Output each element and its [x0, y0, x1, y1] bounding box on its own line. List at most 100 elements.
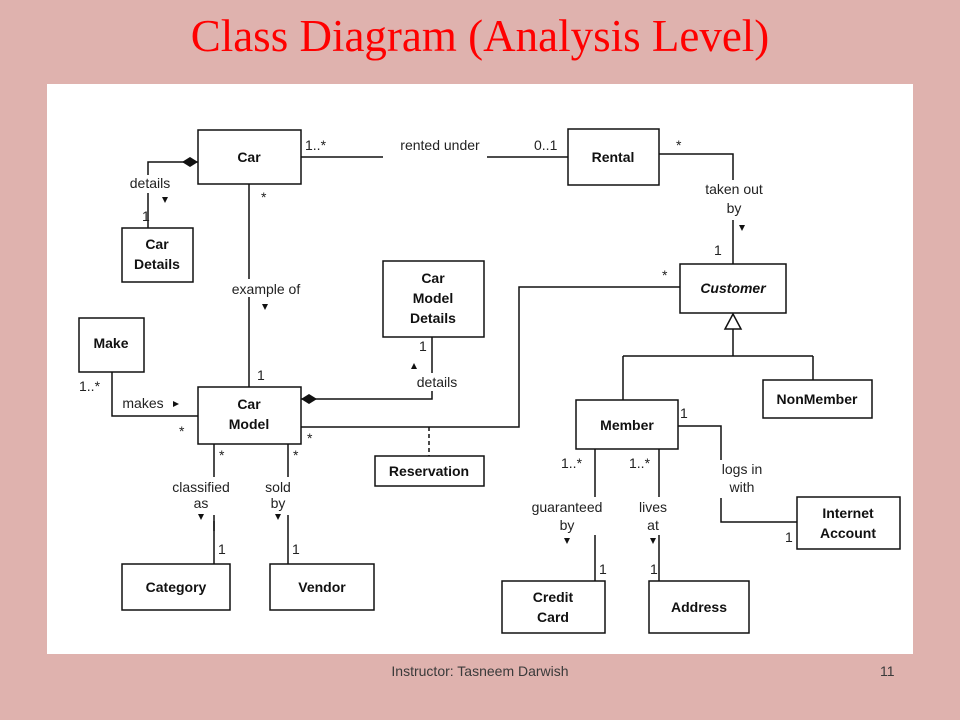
class-internet-account[interactable]: Internet Account: [796, 496, 901, 550]
svg-text:Car: Car: [237, 396, 261, 412]
direction-arrow: [262, 304, 268, 310]
svg-text:Credit: Credit: [533, 589, 574, 605]
class-category[interactable]: Category: [121, 563, 231, 611]
class-credit-card[interactable]: Credit Card: [501, 580, 606, 634]
svg-text:at: at: [647, 517, 659, 533]
mult: *: [179, 423, 185, 439]
label-bg: [162, 477, 238, 515]
mult: 1: [714, 242, 722, 258]
class-car-model-details[interactable]: Car Model Details: [382, 260, 485, 338]
label-bg: [409, 373, 461, 391]
class-address[interactable]: Address: [648, 580, 750, 634]
svg-text:Internet: Internet: [822, 505, 874, 521]
mult: 0..1: [534, 137, 558, 153]
direction-arrow: [162, 197, 168, 203]
svg-text:sold: sold: [265, 479, 291, 495]
svg-text:taken out: taken out: [705, 181, 763, 197]
svg-text:Vendor: Vendor: [298, 579, 346, 595]
label-bg: [115, 394, 173, 412]
mult: 1..*: [629, 455, 651, 471]
mult: *: [219, 447, 225, 463]
svg-text:Member: Member: [600, 417, 654, 433]
assoc-details-model: details: [417, 374, 457, 390]
diagram-panel: Car Rental Car Details Car Model Details…: [47, 84, 913, 654]
svg-text:by: by: [560, 517, 575, 533]
direction-arrow: [411, 363, 417, 369]
label-bg: [135, 175, 171, 193]
mult: 1..*: [561, 455, 583, 471]
line-rental-customer: [659, 153, 734, 264]
direction-arrow: [173, 401, 179, 407]
class-reservation[interactable]: Reservation: [374, 455, 485, 487]
assoc-example-of: example of: [232, 281, 301, 297]
label-bg: [633, 497, 673, 535]
line-make-model: [111, 372, 198, 417]
label-bg: [703, 180, 767, 220]
svg-text:by: by: [727, 200, 742, 216]
mult: *: [307, 430, 313, 446]
class-car[interactable]: Car: [197, 129, 302, 185]
class-customer[interactable]: Customer: [679, 263, 787, 314]
line-model-modeldetails: [301, 337, 433, 400]
class-customer-label: Customer: [700, 280, 767, 296]
assoc-makes: makes: [122, 395, 163, 411]
assoc-details-car: details: [130, 175, 170, 191]
class-car-details[interactable]: Car Details: [121, 227, 194, 283]
class-rental-label: Rental: [592, 149, 635, 165]
mult: 1: [142, 208, 150, 224]
generalization-triangle: [723, 312, 743, 330]
label-bg: [259, 477, 299, 515]
svg-text:as: as: [194, 495, 209, 511]
svg-text:Details: Details: [410, 310, 456, 326]
class-make[interactable]: Make: [78, 317, 145, 373]
mult: 1..*: [305, 137, 327, 153]
class-member[interactable]: Member: [575, 399, 679, 450]
svg-text:logs in: logs in: [722, 461, 762, 477]
svg-text:Card: Card: [537, 609, 569, 625]
svg-text:Car: Car: [421, 270, 445, 286]
class-car-model[interactable]: Car Model: [197, 386, 302, 445]
mult: 1..*: [79, 378, 101, 394]
svg-text:lives: lives: [639, 499, 667, 515]
mult: 1: [257, 367, 265, 383]
label-bg: [217, 279, 309, 297]
mult: *: [293, 447, 299, 463]
svg-text:Reservation: Reservation: [389, 463, 469, 479]
direction-arrow: [564, 538, 570, 544]
svg-text:Account: Account: [820, 525, 876, 541]
svg-text:NonMember: NonMember: [777, 391, 858, 407]
direction-arrow: [650, 538, 656, 544]
class-rental[interactable]: Rental: [567, 128, 660, 186]
svg-text:Category: Category: [146, 579, 207, 595]
composition-diamond-model: [301, 394, 317, 404]
svg-text:classified: classified: [172, 479, 230, 495]
svg-text:Details: Details: [134, 256, 180, 272]
class-nonmember[interactable]: NonMember: [762, 379, 873, 419]
mult: *: [662, 267, 668, 283]
svg-text:Make: Make: [93, 335, 128, 351]
footer-instructor: Instructor: Tasneem Darwish: [391, 663, 569, 679]
line-car-cardetails: [147, 161, 198, 228]
label-bg: [521, 497, 613, 535]
composition-diamond-car: [182, 157, 198, 167]
mult: 1: [680, 405, 688, 421]
svg-text:Car: Car: [145, 236, 169, 252]
mult: 1: [419, 338, 427, 354]
footer-page-number: 11: [880, 663, 895, 679]
mult: 1: [650, 561, 658, 577]
svg-text:guaranteed: guaranteed: [532, 499, 603, 515]
class-vendor[interactable]: Vendor: [269, 563, 375, 611]
svg-text:Model: Model: [413, 290, 453, 306]
svg-text:with: with: [729, 479, 755, 495]
svg-text:by: by: [271, 495, 286, 511]
label-bg: [709, 460, 767, 498]
mult: 1: [292, 541, 300, 557]
mult: 1: [218, 541, 226, 557]
line-model-customer: [301, 286, 680, 428]
svg-text:Model: Model: [229, 416, 269, 432]
mult: *: [261, 189, 267, 205]
mult: 1: [785, 529, 793, 545]
direction-arrow: [275, 514, 281, 520]
mult: 1: [599, 561, 607, 577]
direction-arrow: [198, 514, 204, 520]
